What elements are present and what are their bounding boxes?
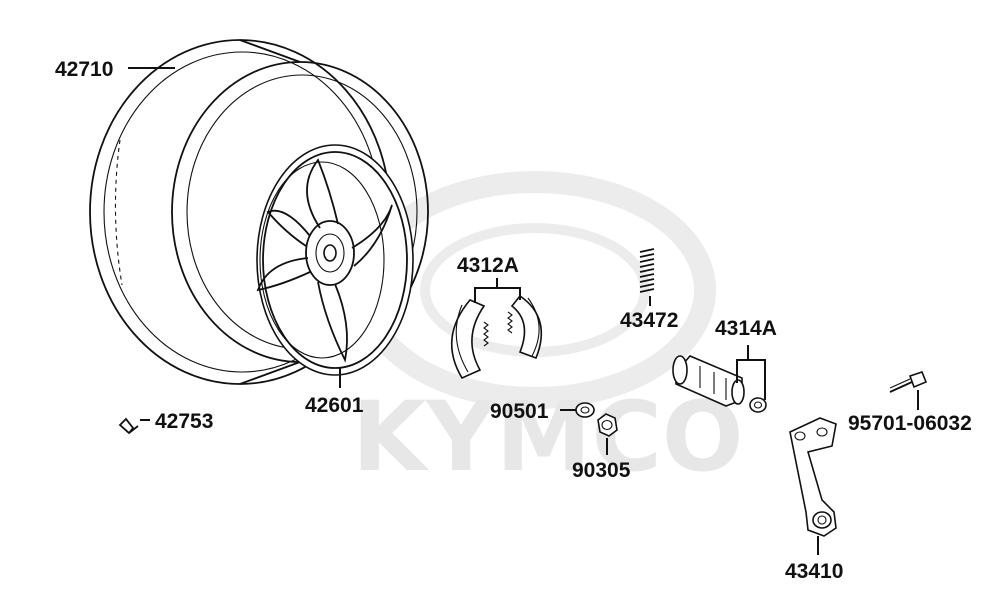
label-4312A: 4312A xyxy=(457,254,519,277)
label-4314A: 4314A xyxy=(715,317,777,340)
bolt-drawing xyxy=(889,371,928,393)
valve-drawing xyxy=(118,417,139,435)
label-42601: 42601 xyxy=(305,394,364,417)
watermark-text: KYMCO xyxy=(352,381,744,493)
kymco-watermark: KYMCO xyxy=(352,171,744,493)
nut-drawing xyxy=(597,413,618,437)
spring-drawing xyxy=(639,248,655,293)
label-43410: 43410 xyxy=(785,560,843,583)
label-42710: 42710 xyxy=(55,58,113,81)
label-95701-06032: 95701-06032 xyxy=(848,412,972,435)
label-42753: 42753 xyxy=(155,410,213,433)
washer-drawing xyxy=(575,402,595,418)
brake-shoe-drawing xyxy=(450,294,543,380)
leader-lines xyxy=(128,67,919,555)
wheel-rim-drawing xyxy=(256,144,414,376)
label-90501: 90501 xyxy=(490,400,549,423)
label-90305: 90305 xyxy=(572,459,631,482)
label-43472: 43472 xyxy=(620,309,678,332)
brake-arm-drawing xyxy=(789,417,837,537)
brake-cam-drawing xyxy=(672,355,767,413)
